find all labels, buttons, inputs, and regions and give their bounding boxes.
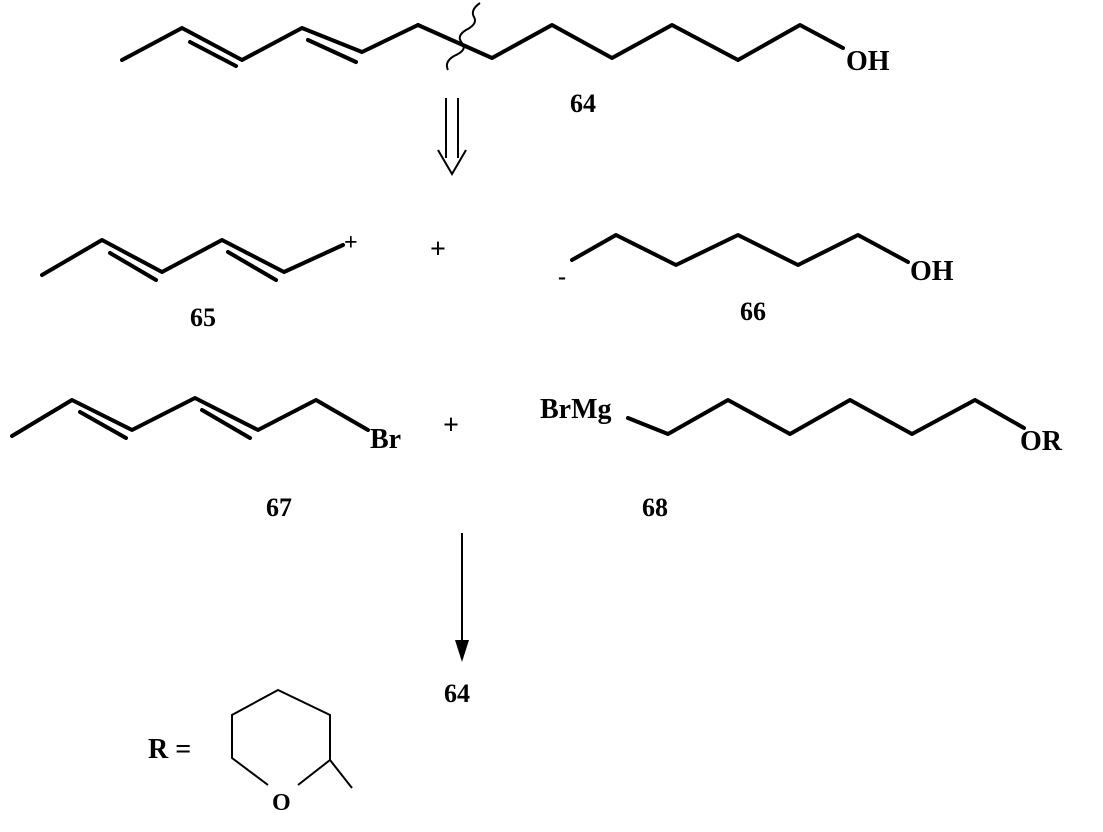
cation-65-double-bond-1 [108, 251, 158, 282]
plus-sign-1: + [430, 234, 446, 265]
bromide-67-number: 67 [266, 493, 292, 522]
grignard-68-chain [626, 398, 1026, 436]
r-group-label: R = [148, 734, 191, 765]
anion-66-chain [570, 233, 910, 267]
anion-66-charge: - [558, 264, 566, 290]
disconnection-wavy-line [445, 2, 481, 71]
cation-65-chain [40, 238, 345, 277]
thp-oxygen-label: O [272, 790, 291, 816]
compound-64-double-bond-1 [188, 40, 238, 68]
product-64-number: 64 [444, 679, 470, 708]
compound-64-double-bond-2 [306, 38, 358, 64]
retrosynthesis-arrow [437, 98, 467, 176]
compound-64-oh-label: OH [846, 46, 890, 77]
plus-sign-2: + [443, 410, 459, 441]
grignard-68-number: 68 [642, 493, 668, 522]
cation-65-double-bond-2 [226, 250, 278, 282]
cation-65-number: 65 [190, 303, 216, 332]
bromide-67-structure: Br 67 [10, 396, 401, 522]
grignard-68-or-label: OR [1020, 426, 1063, 457]
reaction-arrow [455, 533, 469, 662]
cation-65-charge: + [344, 230, 358, 256]
thp-attachment-bond [329, 759, 353, 789]
bromide-67-chain [10, 396, 370, 438]
anion-66-number: 66 [740, 297, 766, 326]
compound-64-structure: OH 64 [120, 2, 890, 118]
anion-66-oh-label: OH [910, 256, 954, 287]
cation-65-structure: + 65 [40, 230, 358, 332]
compound-64-hexanol-chain [416, 23, 845, 62]
r-group-definition: R = O [148, 688, 353, 816]
bromide-67-br-label: Br [370, 424, 401, 455]
compound-64-number: 64 [570, 89, 596, 118]
bromide-67-double-bond-1 [78, 410, 128, 440]
bromide-67-double-bond-2 [200, 408, 252, 440]
grignard-68-structure: BrMg OR 68 [540, 394, 1063, 522]
anion-66-structure: - OH 66 [558, 233, 954, 326]
grignard-68-brmg-label: BrMg [540, 394, 612, 425]
compound-64-diene-chain [120, 23, 420, 62]
thp-ring [231, 688, 331, 786]
